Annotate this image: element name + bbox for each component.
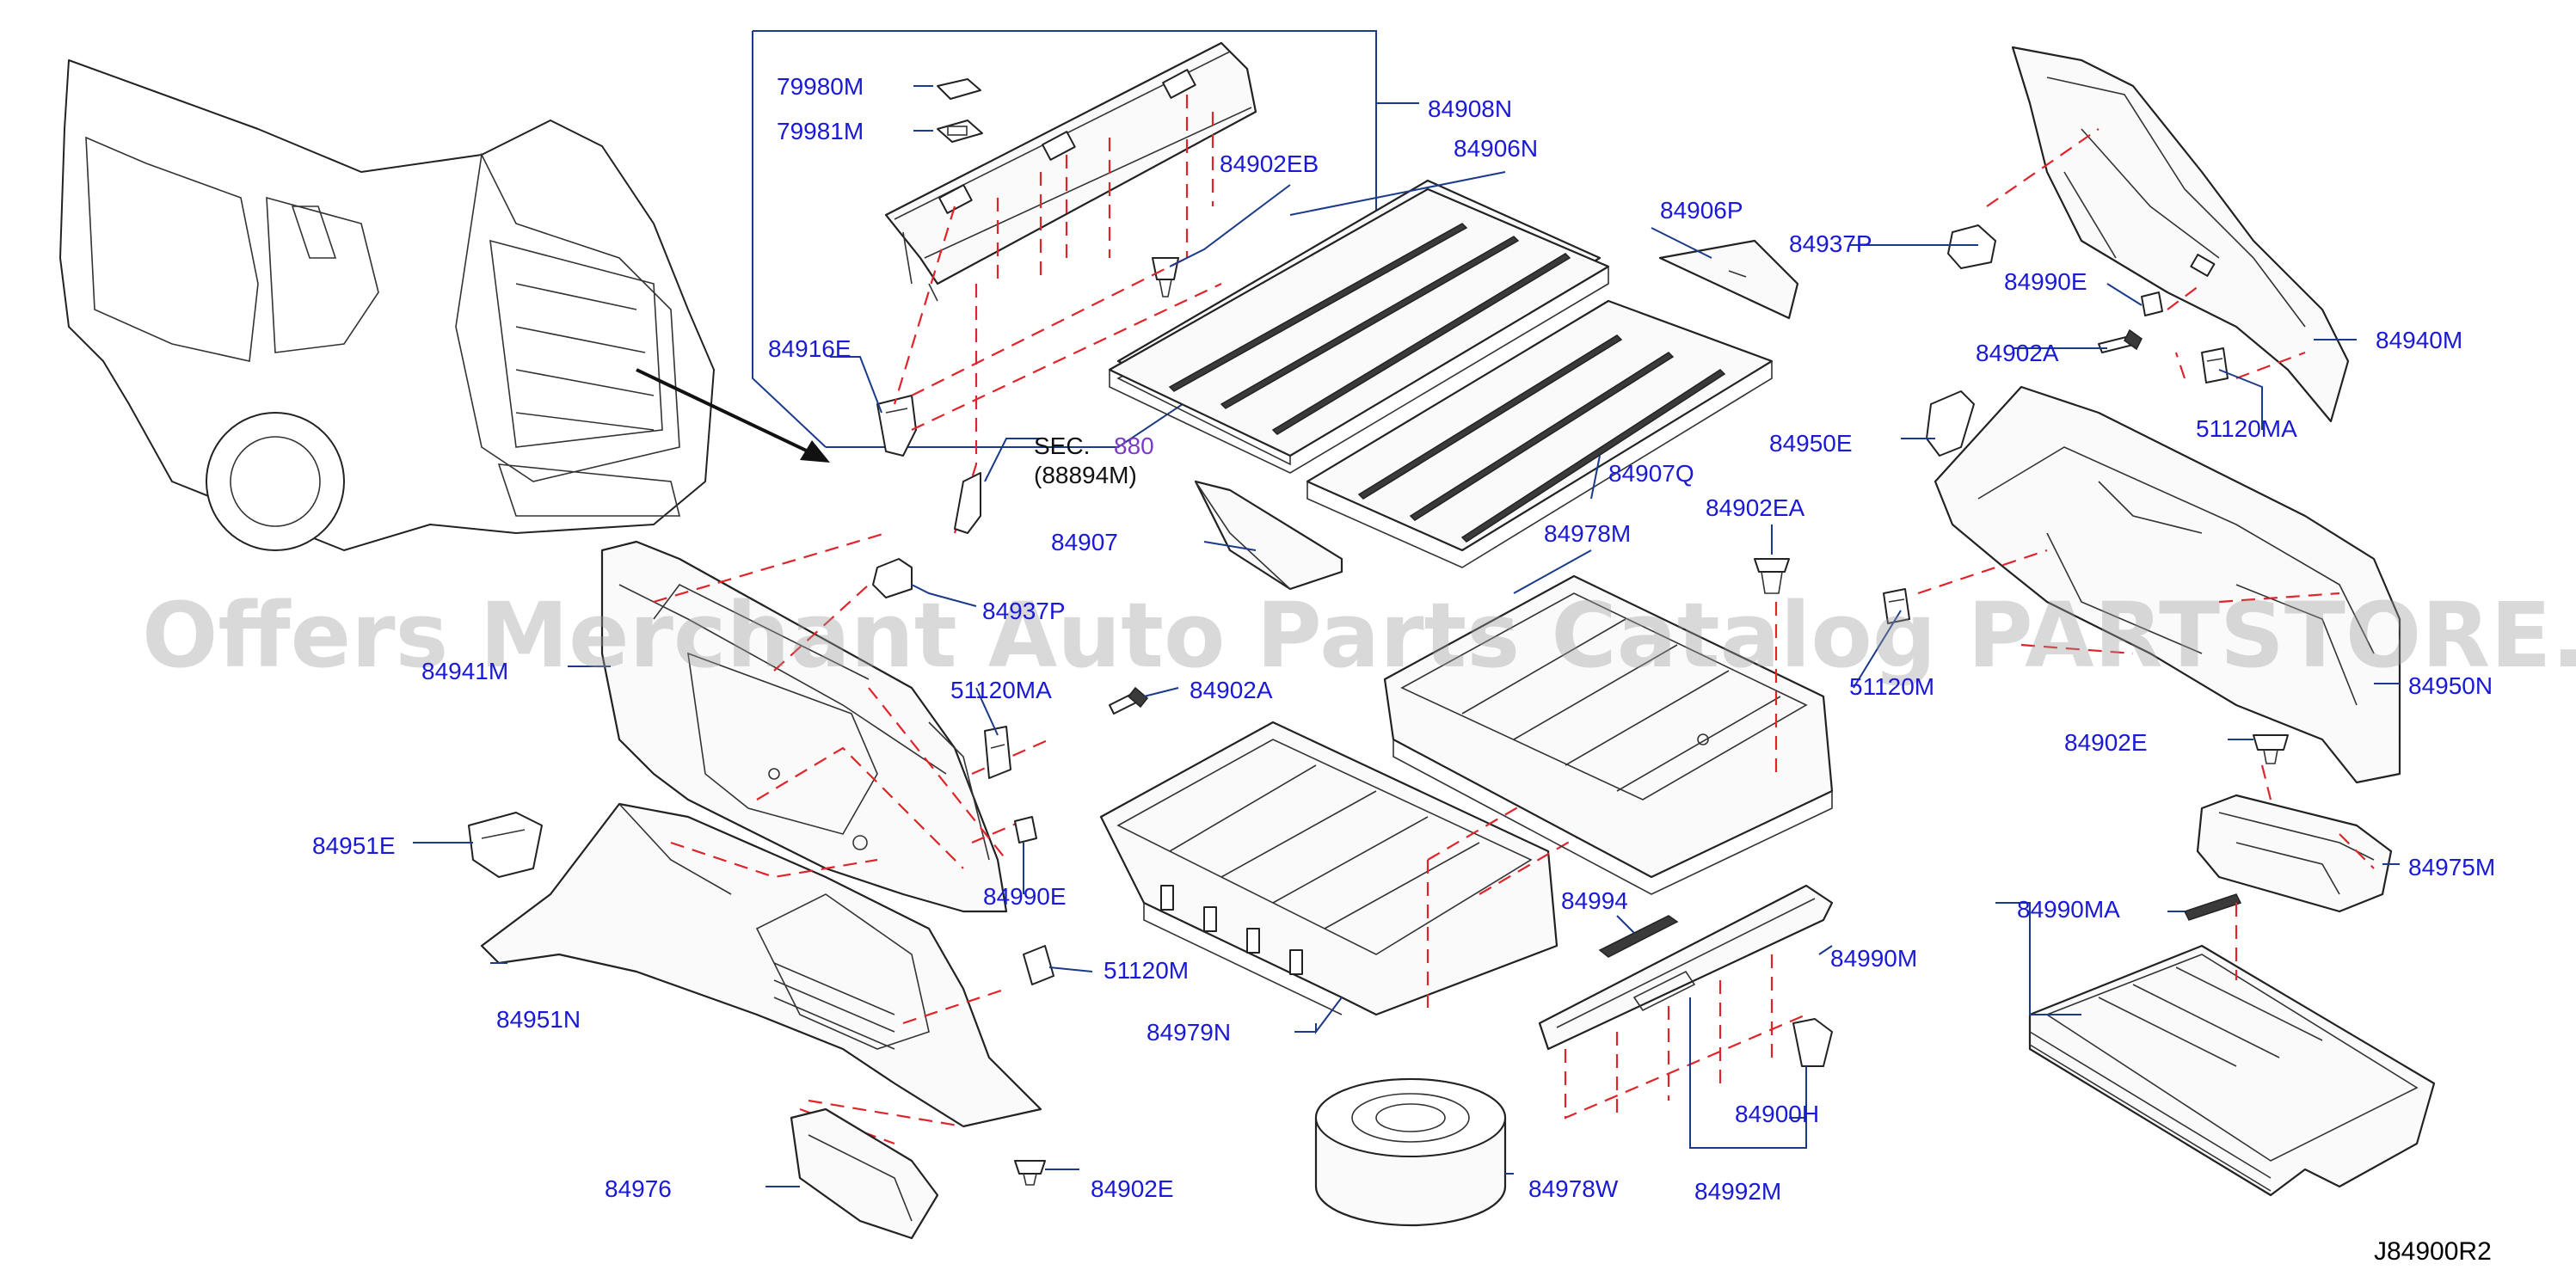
label-84951N[interactable]: 84951N <box>496 1006 581 1033</box>
diagram-code: J84900R2 <box>2374 1237 2492 1266</box>
label-84902EB[interactable]: 84902EB <box>1220 150 1319 177</box>
sill-plate-84992M <box>1538 884 1834 1051</box>
tonneau-cover-part <box>884 41 1257 302</box>
hidden-line-84975M <box>2260 764 2375 869</box>
cover-cap-79980M <box>937 78 981 100</box>
label-84951E[interactable]: 84951E <box>312 832 396 859</box>
label-84908N[interactable]: 84908N <box>1428 95 1512 122</box>
label-84906N[interactable]: 84906N <box>1454 135 1538 162</box>
hidden-lines-right-trim <box>1986 128 2306 380</box>
label-84975M[interactable]: 84975M <box>2408 854 2495 880</box>
label-84937P-mid[interactable]: 84937P <box>982 598 1066 624</box>
label-51120M-left[interactable]: 51120M <box>1104 957 1189 984</box>
clip-84900H <box>1792 1018 1833 1067</box>
bracket-84937P-mid <box>872 558 913 598</box>
clip-84902E-bottom <box>1014 1160 1046 1186</box>
label-84990MA[interactable]: 84990MA <box>2017 896 2120 923</box>
clip-51120M-right <box>1883 588 1910 624</box>
label-84978M[interactable]: 84978M <box>1544 520 1631 547</box>
section-reference[interactable]: SEC. 880 (88894M) <box>1034 432 1154 488</box>
board-piece-84906P <box>1658 239 1799 320</box>
label-84994[interactable]: 84994 <box>1561 887 1628 914</box>
section-ref-part: (88894M) <box>1034 462 1137 488</box>
bracket-84951E <box>468 812 543 878</box>
label-84902EA[interactable]: 84902EA <box>1706 494 1805 521</box>
clip-51120M-left <box>1023 945 1054 985</box>
sill-strip-84994 <box>1598 915 1679 958</box>
storage-tray-84990MA <box>2028 944 2436 1197</box>
label-84979N[interactable]: 84979N <box>1147 1019 1231 1046</box>
label-84902A-right[interactable]: 84902A <box>1976 340 2059 366</box>
floor-board-84906N-detail <box>1108 187 1610 474</box>
floor-tray-84979N <box>1099 721 1559 1016</box>
bracket-88894M <box>954 438 1041 534</box>
label-84990E-left[interactable]: 84990E <box>983 883 1067 910</box>
clip-51120MA-right <box>2201 347 2229 383</box>
floor-board-84907Q <box>1306 299 1774 568</box>
hidden-lines-lower-right-trim <box>1917 549 2340 655</box>
label-84902E-right[interactable]: 84902E <box>2064 729 2148 756</box>
label-84937P-top[interactable]: 84937P <box>1789 230 1872 257</box>
clip-51120MA-left <box>984 726 1011 779</box>
vehicle-overview <box>59 59 715 551</box>
label-84976[interactable]: 84976 <box>605 1175 672 1202</box>
leader-lines <box>413 85 2400 1187</box>
label-84907Q[interactable]: 84907Q <box>1608 460 1694 487</box>
board-piece-84907 <box>1194 480 1343 591</box>
clip-84990E-right <box>2141 291 2163 316</box>
label-84900H[interactable]: 84900H <box>1735 1101 1819 1127</box>
bracket-84916E <box>876 395 917 457</box>
bracket-84937P-top <box>1947 224 1996 269</box>
clip-84902EA <box>1754 558 1790 594</box>
label-84906P[interactable]: 84906P <box>1660 197 1743 224</box>
label-84990M[interactable]: 84990M <box>1830 945 1917 972</box>
label-84978W[interactable]: 84978W <box>1528 1175 1619 1202</box>
label-51120M-right[interactable]: 51120M <box>1849 673 1934 700</box>
label-51120MA-right[interactable]: 51120MA <box>2196 415 2297 442</box>
cover-clip-79981M <box>937 120 983 143</box>
direction-arrow <box>636 368 830 463</box>
label-84940M[interactable]: 84940M <box>2376 327 2462 353</box>
label-84902E-bottom[interactable]: 84902E <box>1091 1175 1174 1202</box>
label-51120MA-left[interactable]: 51120MA <box>950 677 1052 703</box>
label-84907[interactable]: 84907 <box>1051 529 1118 555</box>
label-84950E[interactable]: 84950E <box>1769 430 1853 457</box>
side-trim-84940M <box>2011 46 2350 423</box>
label-84992M[interactable]: 84992M <box>1694 1178 1781 1205</box>
label-79981M[interactable]: 79981M <box>777 118 864 144</box>
clip-84902EB <box>1152 257 1179 298</box>
clip-84902E-right <box>2253 734 2289 764</box>
part-labels: 79980M 79981M 84908N 84906N 84902EB 8491… <box>312 73 2495 1205</box>
section-ref-number[interactable]: 880 <box>1114 432 1154 459</box>
side-trim-84941M <box>600 540 1008 913</box>
watermark-text: Offers Merchant Auto Parts Catalog PARTS… <box>142 583 2576 688</box>
screw-84902A-mid <box>1109 686 1149 715</box>
clip-84990E-left <box>1014 816 1037 844</box>
screw-84902A-right <box>2098 328 2143 353</box>
section-ref-prefix: SEC. <box>1034 432 1090 459</box>
brace-84990MA <box>2183 893 2242 921</box>
side-trim-84950N <box>1934 385 2401 784</box>
label-84990E-right[interactable]: 84990E <box>2004 268 2087 295</box>
lower-trim-84951N <box>480 802 1042 1128</box>
label-84941M[interactable]: 84941M <box>421 658 508 684</box>
storage-box-84975M <box>2196 794 2393 913</box>
tray-84976 <box>790 1107 939 1240</box>
label-79980M[interactable]: 79980M <box>777 73 864 100</box>
foam-spacer-84978W <box>1314 1077 1507 1227</box>
floor-panel-84978M <box>1383 574 1834 895</box>
label-84950N[interactable]: 84950N <box>2408 672 2493 699</box>
hidden-lines-sill <box>1564 954 1807 1120</box>
label-84902A-mid[interactable]: 84902A <box>1190 677 1273 703</box>
label-84916E[interactable]: 84916E <box>768 335 851 362</box>
